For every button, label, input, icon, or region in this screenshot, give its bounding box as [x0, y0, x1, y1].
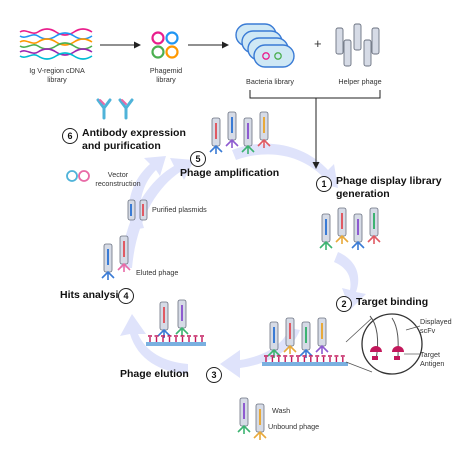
- phage-step1-1: [319, 213, 333, 250]
- antigen-hits-6: [180, 335, 185, 342]
- phage-unbound-2: [253, 403, 267, 440]
- antigen-target-1: [264, 355, 268, 362]
- cycle-arrow-4-6: [128, 156, 166, 230]
- eluted-phage-label: Eluted phage: [136, 268, 179, 277]
- phage-step2-3: [299, 321, 313, 358]
- cycle-arrow-3-4: [120, 314, 188, 374]
- vector-line1: Vector: [107, 170, 129, 179]
- step-1-line2: generation: [336, 187, 390, 200]
- phage-layer: [101, 111, 381, 440]
- antigen-target-13: [340, 355, 345, 362]
- phage-step5-2: [225, 111, 239, 148]
- phage-step1-3: [351, 213, 365, 250]
- phage-eluted-2: [117, 235, 131, 272]
- bracket-to-step1: [249, 90, 381, 160]
- antigen-hits-7: [187, 335, 191, 342]
- step-3-badge: 3: [206, 367, 222, 383]
- cycle-arrow-1-2: [334, 252, 366, 310]
- antigen-target-6: [296, 355, 300, 362]
- phage-step5-4: [257, 111, 271, 148]
- vector-reconstruction-label: Vector reconstruction: [88, 170, 148, 188]
- step-2-title: Target binding: [356, 296, 429, 308]
- purified-plasmids: [127, 199, 148, 221]
- helper-phage-group: [335, 23, 380, 67]
- antigen-target-12: [334, 355, 339, 362]
- phage-step1-2: [335, 207, 349, 244]
- plus-sign: +: [314, 36, 322, 51]
- step-6-line2: and purification: [82, 139, 161, 152]
- purified-plasmids-label: Purified plasmids: [152, 205, 207, 214]
- phage-step2-2: [283, 317, 297, 354]
- phagemid-library: [151, 31, 179, 59]
- antigen-hits-9: [200, 335, 204, 342]
- step-4-badge: 4: [118, 288, 134, 304]
- displayed-line2: scFv: [420, 326, 436, 335]
- step-4-title: Hits analysis: [60, 289, 125, 301]
- phagemid-label-line2: library: [156, 75, 176, 84]
- zoom-callout: [345, 313, 423, 375]
- helper-phage-label: Helper phage: [338, 77, 382, 86]
- cdna-label-line2: library: [47, 75, 67, 84]
- target-antigen-label: Target Antigen: [420, 350, 444, 368]
- bacteria-library: [235, 23, 295, 68]
- unbound-phage-label: Unbound phage: [268, 422, 320, 431]
- phagemid-label: Phagemid library: [140, 66, 192, 84]
- displayed-line1: Displayed: [420, 317, 452, 326]
- phage-step4-2: [175, 299, 189, 336]
- displayed-scfv-label: Displayed scFv: [420, 317, 452, 335]
- antigen-target-3: [276, 355, 281, 362]
- phage-step2-1: [267, 321, 281, 358]
- antigen-target-7: [302, 355, 307, 362]
- step-6-line1: Antibody expression: [82, 127, 186, 139]
- antigen-hits-5: [174, 335, 178, 342]
- cycle-arrow-2-3: [220, 328, 300, 378]
- phage-step1-4: [367, 207, 381, 244]
- antigen-target-8: [308, 355, 313, 362]
- antigen-hits-1: [148, 335, 152, 342]
- step-5-title: Phage amplification: [180, 167, 280, 179]
- plate-target: [262, 362, 348, 366]
- step-3-title: Phage elution: [120, 368, 189, 380]
- cycle-arrow-5-1: [232, 143, 338, 188]
- target-line2: Antigen: [420, 359, 445, 368]
- antigen-hits-2: [154, 335, 159, 342]
- target-line1: Target: [420, 350, 440, 359]
- phagemid-label-line1: Phagemid: [149, 66, 183, 75]
- plate-hits: [146, 342, 206, 346]
- antigen-target-10: [321, 355, 326, 362]
- antigen-hits-8: [193, 335, 198, 342]
- step-1-title: Phage display library generation: [336, 175, 442, 200]
- phage-step4-1: [157, 301, 171, 338]
- step-2-badge: 2: [336, 296, 352, 312]
- phage-step5-3: [241, 117, 255, 154]
- antigen-target-2: [270, 355, 275, 362]
- antigen-target-9: [315, 355, 320, 362]
- antigen-hits-4: [167, 335, 172, 342]
- vector-circles: [66, 170, 90, 182]
- bacteria-label: Bacteria library: [246, 77, 294, 86]
- phage-eluted-1: [101, 243, 115, 280]
- antigen-target-5: [289, 355, 294, 362]
- antigen-target-11: [328, 355, 332, 362]
- step-1-line1: Phage display library: [336, 175, 442, 187]
- phage-step2-4: [315, 317, 329, 354]
- step-6-badge: 6: [62, 128, 78, 144]
- phage-unbound-1: [237, 397, 251, 434]
- cdna-library: [19, 28, 93, 60]
- step-1-badge: 1: [316, 176, 332, 192]
- antibody-icons: [96, 98, 134, 120]
- antigen-target-4: [283, 355, 288, 362]
- antigen-hits-3: [161, 335, 165, 342]
- phage-step5-1: [209, 117, 223, 154]
- step-5-badge: 5: [190, 151, 206, 167]
- wash-label: Wash: [272, 406, 291, 415]
- cdna-label-line1: Ig V-region cDNA: [29, 66, 85, 75]
- vector-line2: reconstruction: [95, 179, 141, 188]
- step-6-title: Antibody expression and purification: [82, 127, 186, 152]
- cdna-label: Ig V-region cDNA library: [22, 66, 92, 84]
